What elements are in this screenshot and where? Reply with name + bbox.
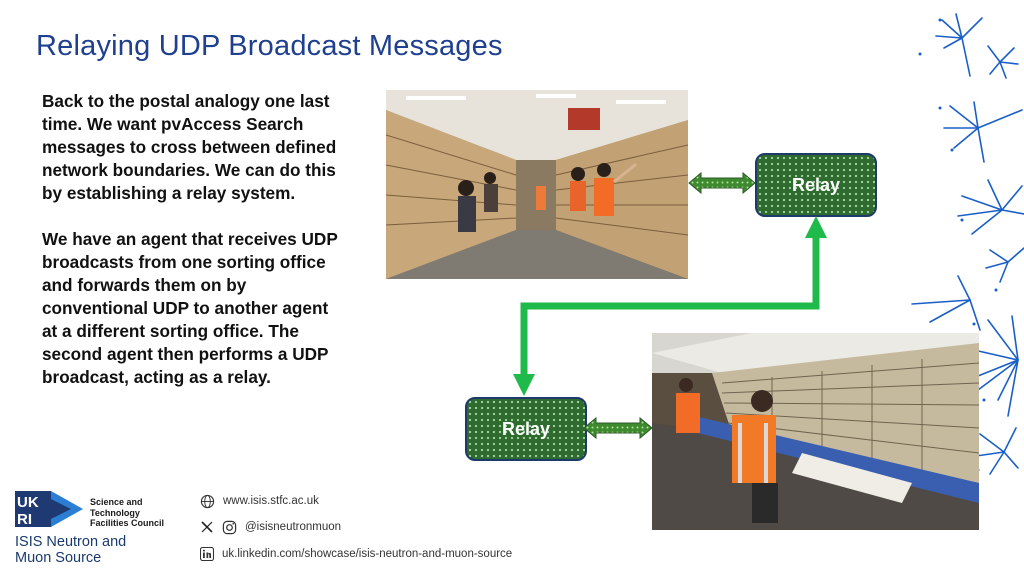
instagram-icon (222, 520, 237, 534)
svg-text:UK: UK (17, 494, 39, 511)
body-paragraph-2: We have an agent that receives UDP broad… (42, 229, 338, 387)
sorting-office-photo-bottom (652, 333, 979, 530)
connector-arrowhead-down (513, 374, 535, 396)
linkedin-url: uk.linkedin.com/showcase/isis-neutron-an… (222, 548, 513, 560)
sorting-office-photo-top (386, 90, 688, 279)
isis-name: ISIS Neutron and Muon Source (15, 534, 126, 566)
isis-line-1: ISIS Neutron and (15, 534, 127, 550)
slide-title: Relaying UDP Broadcast Messages (36, 30, 503, 62)
relay-box-top: Relay (755, 153, 877, 217)
website-url: www.isis.stfc.ac.uk (223, 495, 319, 507)
body-paragraph-1: Back to the postal analogy one last time… (42, 91, 337, 203)
connector-arrow-line (520, 236, 820, 376)
linkedin-link[interactable]: uk.linkedin.com/showcase/isis-neutron-an… (200, 546, 512, 562)
relay-top-label: Relay (791, 174, 841, 195)
social-handle-row[interactable]: @isisneutronmuon (200, 519, 341, 535)
svg-text:RI: RI (17, 511, 32, 527)
double-arrow-bottom (583, 416, 653, 440)
website-link[interactable]: www.isis.stfc.ac.uk (200, 493, 319, 509)
org-line-1: Science and (90, 497, 143, 507)
connector-arrowhead-up (805, 216, 827, 238)
double-arrow-top (688, 171, 756, 195)
relay-bottom-label: Relay (501, 418, 551, 439)
linkedin-icon (200, 547, 214, 561)
stfc-org-name: Science and Technology Facilities Counci… (90, 497, 164, 529)
org-line-2: Technology (90, 507, 140, 518)
decorative-sparkle-graphic (911, 13, 1024, 475)
org-line-3: Facilities Council (90, 518, 165, 528)
isis-line-2: Muon Source (15, 550, 102, 566)
slide-body: Back to the postal analogy one last time… (42, 90, 347, 412)
x-twitter-icon (201, 521, 213, 533)
ukri-logo: UK RI (15, 491, 83, 528)
relay-box-bottom: Relay (465, 397, 587, 461)
globe-icon (200, 494, 215, 508)
social-handle: @isisneutronmuon (245, 521, 342, 533)
